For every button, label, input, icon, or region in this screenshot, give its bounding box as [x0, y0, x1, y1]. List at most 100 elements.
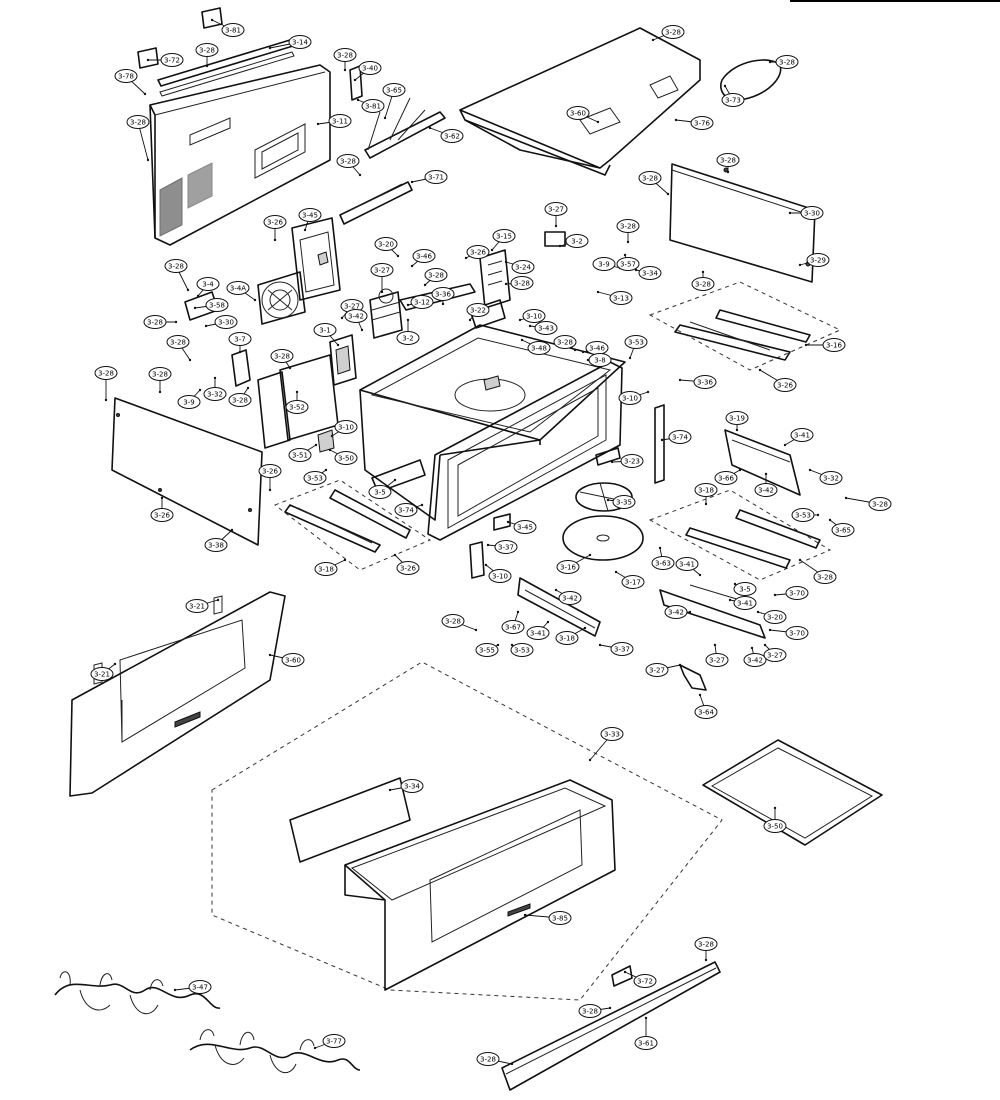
- antenna-motor: [479, 249, 511, 309]
- callout-label: 3-28: [337, 52, 353, 60]
- callout-label: 3-27: [649, 667, 665, 675]
- callout-label: 3-32: [207, 391, 223, 399]
- callout-bubble: [813, 570, 837, 584]
- callout-3-70: 3-70: [768, 626, 809, 640]
- callout-leader-dot: [546, 620, 550, 624]
- callout-leader-dot: [104, 398, 108, 402]
- callout-label: 3-38: [208, 542, 224, 550]
- callout-leader-dot: [205, 64, 209, 68]
- callout-leader-dot: [510, 1062, 514, 1066]
- callout-bubble: [94, 366, 118, 380]
- callout-leader-dot: [504, 282, 508, 286]
- callout-label: 3-27: [548, 206, 564, 214]
- callout-leader-dot: [358, 173, 362, 177]
- callout-bubble: [592, 257, 616, 271]
- callout-3-74: 3-74: [394, 503, 424, 517]
- callout-leader-dot: [798, 558, 802, 562]
- callout-bubble: [754, 483, 778, 497]
- callout-bubble: [609, 291, 633, 305]
- callout-label: 3-28: [665, 29, 681, 37]
- callout-leader-dot: [713, 643, 717, 647]
- callout-leader-dot: [758, 368, 762, 372]
- callout-3-28: 3-28: [844, 496, 892, 511]
- callout-label: 3-71: [428, 174, 444, 182]
- callout-3-28: 3-28: [716, 153, 740, 174]
- rail-zone-right-lower: [648, 489, 832, 581]
- callout-label: 3-21: [189, 603, 205, 611]
- callout-label: 3-14: [292, 39, 308, 47]
- callout-bubble: [374, 237, 398, 251]
- callout-leader-dot: [474, 628, 478, 632]
- callout-bubble: [763, 610, 787, 624]
- callout-3-27: 3-27: [705, 643, 729, 667]
- callout-leader-dot: [756, 610, 760, 614]
- callout-3-18: 3-18: [555, 626, 587, 645]
- right-side-panel: [669, 163, 816, 283]
- callout-leader-dot: [360, 328, 364, 332]
- callout-bubble: [588, 353, 612, 367]
- callout-bubble: [558, 591, 582, 605]
- callout-3-28: 3-28: [336, 154, 362, 177]
- callout-leader-dot: [316, 122, 320, 126]
- callout-label: 3-23: [624, 458, 640, 466]
- callout-3-36: 3-36: [678, 375, 717, 389]
- callout-bubble: [410, 295, 434, 309]
- callout-3-63: 3-63: [651, 546, 675, 570]
- callout-3-65: 3-65: [382, 83, 406, 120]
- callout-bubble: [743, 653, 767, 667]
- callout-label: 3-61: [638, 1040, 654, 1048]
- callout-leader-dot: [733, 582, 737, 586]
- callout-label: 3-34: [642, 270, 658, 278]
- callout-bubble: [334, 420, 358, 434]
- callout-bubble: [661, 25, 685, 39]
- callout-label: 3-27: [767, 652, 783, 660]
- callout-leader-dot: [174, 320, 178, 324]
- callout-3-28: 3-28: [798, 558, 837, 584]
- callout-3-55: 3-55: [475, 643, 500, 657]
- callout-leader-dot: [651, 38, 655, 42]
- callout-bubble: [466, 303, 490, 317]
- callout-3-26: 3-26: [464, 245, 490, 260]
- callout-3-45: 3-45: [298, 208, 322, 232]
- callout-bubble: [513, 520, 537, 534]
- callout-bubble: [775, 55, 799, 69]
- callout-3-27: 3-27: [544, 202, 568, 228]
- callout-bubble: [396, 331, 420, 345]
- callout-bubble: [773, 378, 797, 392]
- callout-label: 3-50: [767, 823, 783, 831]
- callout-leader-dot: [193, 306, 197, 310]
- callout-bubble: [633, 974, 657, 988]
- callout-3-28: 3-28: [476, 1052, 514, 1066]
- callout-leader-dot: [768, 628, 772, 632]
- transformer: [329, 334, 357, 386]
- control-panel-cover: [149, 64, 331, 246]
- callout-label: 3-34: [404, 783, 420, 791]
- callout-bubble: [270, 349, 294, 363]
- parts-drawing: [54, 7, 883, 1091]
- blower-motor: [257, 271, 306, 325]
- callout-leader-dot: [701, 270, 705, 274]
- callout-label: 3-5: [739, 586, 750, 594]
- callout-3-28: 3-28: [94, 366, 118, 402]
- callout-bubble: [785, 586, 809, 600]
- callout-label: 3-10: [526, 313, 542, 321]
- callout-label: 3-19: [729, 415, 745, 423]
- callout-bubble: [822, 338, 846, 352]
- callout-bubble: [396, 561, 420, 575]
- callout-3-72: 3-72: [146, 53, 184, 67]
- callout-3-28: 3-28: [768, 55, 799, 69]
- callout-3-48: 3-48: [520, 338, 551, 355]
- callout-3-42: 3-42: [344, 309, 368, 332]
- callout-leader-dot: [210, 18, 214, 22]
- callout-label: 3-8: [594, 357, 605, 365]
- callout-bubble: [668, 430, 692, 444]
- callout-3-13: 3-13: [596, 290, 633, 305]
- callout-leader-dot: [518, 318, 522, 322]
- callout-3-26: 3-26: [263, 215, 287, 242]
- callout-label: 3-28: [199, 47, 215, 55]
- callout-bubble: [228, 332, 252, 346]
- callout-leader-dot: [268, 488, 272, 492]
- callout-3-76: 3-76: [674, 116, 714, 130]
- callout-bubble: [195, 43, 219, 57]
- callout-label: 3-22: [470, 307, 486, 315]
